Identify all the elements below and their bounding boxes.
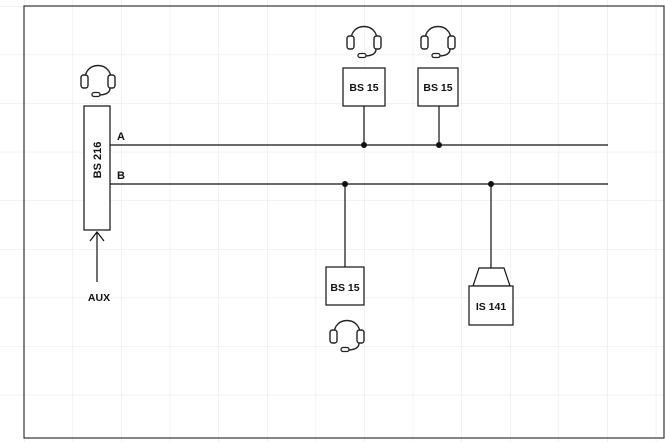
master-station-box	[83, 105, 111, 231]
master-station-label: BS 216	[92, 142, 104, 179]
junction-dot	[436, 142, 442, 148]
beltpack-box	[325, 266, 365, 306]
master-station: BS 216	[80, 64, 116, 231]
beltpack-3: BS 15	[325, 181, 365, 353]
aux-label: AUX	[88, 292, 110, 304]
channel-b-label: B	[117, 170, 125, 182]
beltpack-1: BS 15	[342, 25, 386, 148]
speaker-station: IS 141	[468, 181, 514, 326]
beltpack-2: BS 15	[417, 25, 459, 148]
channel-a-label: A	[117, 131, 125, 143]
speaker-icon	[472, 267, 511, 287]
beltpack-box	[417, 67, 459, 107]
beltpack-label: BS 15	[330, 282, 359, 294]
beltpack-label: BS 15	[349, 82, 378, 94]
speaker-label: IS 141	[476, 301, 507, 313]
diagram-frame	[23, 5, 665, 439]
junction-dot	[361, 142, 367, 148]
aux-input: AUX	[88, 231, 110, 304]
beltpack-label: BS 15	[423, 82, 452, 94]
arrow-up-icon	[89, 231, 105, 242]
speaker-box	[468, 285, 514, 326]
